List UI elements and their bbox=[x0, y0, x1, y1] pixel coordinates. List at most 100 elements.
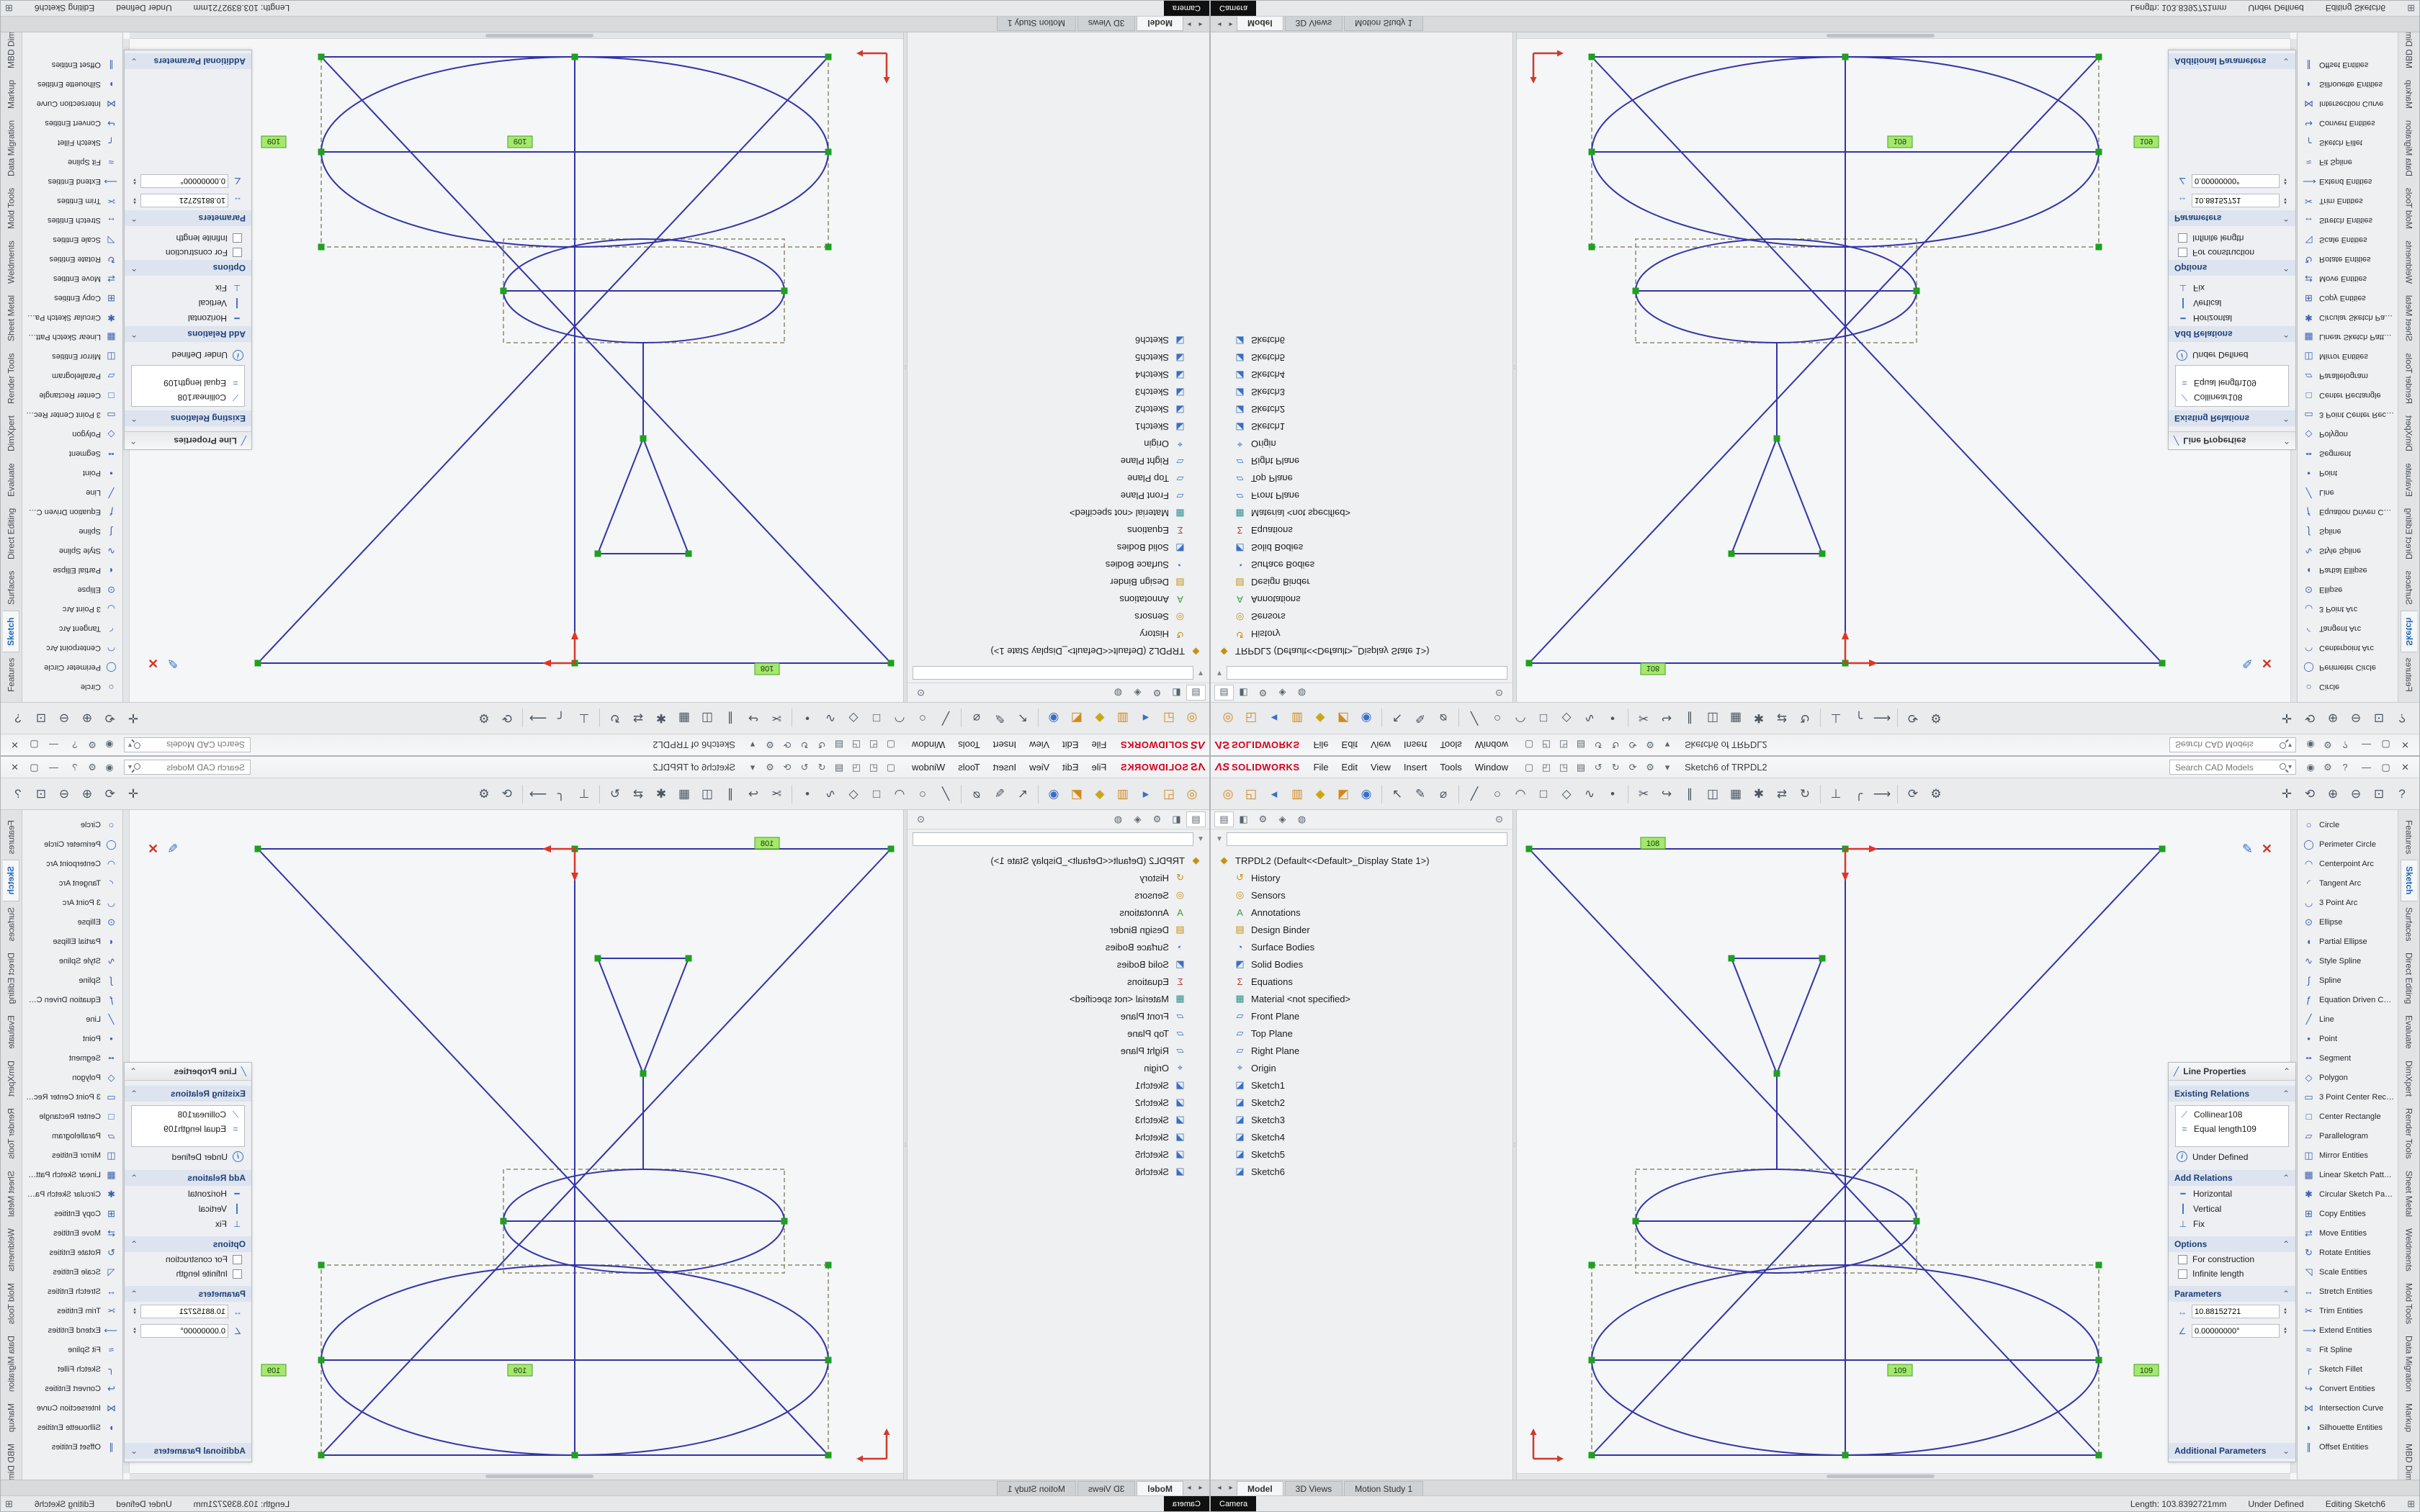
sketch-triangle[interactable] bbox=[596, 436, 690, 554]
tool-linear-sketch-pattern[interactable]: ▦Linear Sketch Pattern bbox=[22, 1165, 122, 1184]
cmdtab-mbd-dimensions[interactable]: MBD Dimensions bbox=[4, 32, 19, 74]
angle-parameter-input[interactable] bbox=[140, 1324, 228, 1338]
cmdtab-render-tools[interactable]: Render Tools bbox=[2401, 1102, 2417, 1165]
length-spinner[interactable]: ▲▼ bbox=[2283, 1307, 2287, 1315]
open-document-button[interactable]: ◰ bbox=[865, 760, 882, 775]
tool-tangent-arc[interactable]: ◜Tangent Arc bbox=[2298, 619, 2398, 639]
angle-spinner[interactable]: ▲▼ bbox=[2283, 1326, 2287, 1335]
tool-intersection-curve[interactable]: ⋈Intersection Curve bbox=[2298, 94, 2398, 114]
horizontal-scrollbar[interactable] bbox=[130, 1473, 903, 1480]
search-input[interactable] bbox=[2174, 761, 2278, 773]
help-button[interactable]: ? bbox=[2336, 760, 2354, 775]
cmdtab-sheet-metal[interactable]: Sheet Metal bbox=[2401, 289, 2417, 347]
relation-tag-left[interactable]: 109 bbox=[507, 135, 533, 148]
move-entities-button[interactable]: ⇄ bbox=[627, 707, 649, 730]
add-relation-horizontal[interactable]: ━Horizontal bbox=[2169, 1186, 2295, 1201]
add-relation-fix[interactable]: ⊥Fix bbox=[125, 281, 251, 296]
sketch-diagonal-1[interactable] bbox=[1528, 56, 2099, 664]
print-button[interactable]: ▤ bbox=[1572, 760, 1590, 775]
tool-3-point-arc[interactable]: ◡3 Point Arc bbox=[2298, 893, 2398, 912]
featuremanager-tab[interactable]: ▤ bbox=[1214, 685, 1234, 701]
tool-convert-entities[interactable]: ↪Convert Entities bbox=[2298, 114, 2398, 133]
linear-pattern-button[interactable]: ▦ bbox=[673, 707, 695, 730]
tool-rotate-entities[interactable]: ↻Rotate Entities bbox=[22, 1243, 122, 1262]
sketch-fillet-button[interactable]: ╭ bbox=[550, 783, 572, 806]
tool-partial-ellipse[interactable]: ◖Partial Ellipse bbox=[22, 932, 122, 951]
convert-entities-button[interactable]: ↪ bbox=[743, 783, 764, 806]
dimxpertmanager-tab[interactable]: ◈ bbox=[1273, 811, 1292, 827]
tool-sketch-fillet[interactable]: ╭Sketch Fillet bbox=[2298, 1359, 2398, 1379]
rebuild-button[interactable]: ⟳ bbox=[779, 737, 796, 753]
cmdtab-evaluate[interactable]: Evaluate bbox=[4, 1009, 19, 1055]
tree-item-sketch1[interactable]: ◪Sketch1 bbox=[908, 1076, 1209, 1094]
section-view-button[interactable]: ▥ bbox=[1112, 707, 1134, 730]
tool-point[interactable]: •Point bbox=[22, 464, 122, 483]
sketch-diagonal-2[interactable] bbox=[257, 56, 829, 664]
tree-item-front-plane[interactable]: ▱Front Plane bbox=[1211, 487, 1512, 505]
zoom-fit-button[interactable]: ◎ bbox=[1217, 783, 1239, 806]
angle-spinner[interactable]: ▲▼ bbox=[133, 1326, 137, 1335]
minimize-button[interactable]: — bbox=[2357, 737, 2376, 753]
tool-sketch-fillet[interactable]: ╭Sketch Fillet bbox=[22, 133, 122, 153]
user-account-button[interactable]: ◉ bbox=[101, 760, 118, 775]
tool-tangent-arc[interactable]: ◜Tangent Arc bbox=[22, 873, 122, 893]
zoom-window-button[interactable]: ⊡ bbox=[30, 783, 52, 806]
tool-polygon[interactable]: ◇Polygon bbox=[22, 425, 122, 444]
smart-dimension-button[interactable]: ⌀ bbox=[1433, 707, 1454, 730]
tree-item-sketch3[interactable]: ◪Sketch3 bbox=[1211, 1111, 1512, 1128]
tree-item-sensors[interactable]: ◎Sensors bbox=[1211, 608, 1512, 626]
rotate-entities-button[interactable]: ↻ bbox=[1794, 707, 1816, 730]
menu-file[interactable]: File bbox=[1085, 737, 1113, 753]
cmdtab-render-tools[interactable]: Render Tools bbox=[4, 1102, 19, 1165]
zoom-area-button[interactable]: ◱ bbox=[1158, 783, 1180, 806]
tool-style-spline[interactable]: ∿Style Spline bbox=[2298, 541, 2398, 561]
tool-circle[interactable]: ○Circle bbox=[22, 678, 122, 697]
tool-circular-sketch-pattern[interactable]: ✱Circular Sketch Pattern bbox=[22, 308, 122, 328]
tree-item-sketch5[interactable]: ◪Sketch5 bbox=[1211, 349, 1512, 366]
tree-item-material[interactable]: ▦Material <not specified> bbox=[908, 505, 1209, 522]
arc-tool-button[interactable]: ◠ bbox=[1510, 707, 1531, 730]
cmdtab-sheet-metal[interactable]: Sheet Metal bbox=[4, 289, 19, 347]
section-collapse-icon[interactable]: ⌃ bbox=[2282, 1173, 2290, 1183]
new-document-button[interactable]: ▢ bbox=[1520, 760, 1538, 775]
section-collapse-icon[interactable]: ⌃ bbox=[2282, 213, 2290, 223]
mirror-entities-button[interactable]: ◫ bbox=[696, 707, 718, 730]
relation-tag-right[interactable]: 109 bbox=[2133, 135, 2159, 148]
tool-circular-sketch-pattern[interactable]: ✱Circular Sketch Pattern bbox=[22, 1184, 122, 1204]
sketch-triangle[interactable] bbox=[596, 958, 690, 1076]
options-button[interactable]: ⚙ bbox=[761, 760, 779, 775]
sketch-fillet-button[interactable]: ╭ bbox=[550, 707, 572, 730]
options-button[interactable]: ⚙ bbox=[1641, 760, 1659, 775]
section-view-button[interactable]: ▥ bbox=[1112, 783, 1134, 806]
displaymanager-tab[interactable]: ◍ bbox=[1108, 811, 1128, 827]
tool-spline[interactable]: ∫Spline bbox=[22, 971, 122, 990]
cmdtab-sketch[interactable]: Sketch bbox=[3, 611, 19, 652]
undo-button[interactable]: ↺ bbox=[813, 760, 830, 775]
tool-centerpoint-arc[interactable]: ◠Centerpoint Arc bbox=[2298, 639, 2398, 658]
tool-silhouette-entities[interactable]: ◗Silhouette Entities bbox=[22, 1418, 122, 1437]
cmdtab-surfaces[interactable]: Surfaces bbox=[2401, 901, 2417, 947]
save-button[interactable]: ◳ bbox=[848, 737, 865, 753]
tabs-scroll-left[interactable]: ◂ bbox=[1195, 1480, 1206, 1495]
doctab-motion-study-1[interactable]: Motion Study 1 bbox=[1344, 17, 1424, 31]
circular-pattern-button[interactable]: ✱ bbox=[650, 783, 672, 806]
display-style-button[interactable]: ◩ bbox=[1332, 707, 1354, 730]
tree-filter-input[interactable] bbox=[1226, 832, 1507, 846]
menu-window[interactable]: Window bbox=[905, 759, 951, 775]
force-rebuild-button[interactable]: ⟳ bbox=[496, 707, 518, 730]
settings-button[interactable]: ⚙ bbox=[84, 760, 101, 775]
sketch-fillet-button[interactable]: ╭ bbox=[1848, 707, 1870, 730]
panel-pin[interactable]: ⊙ bbox=[1489, 685, 1509, 701]
linear-pattern-button[interactable]: ▦ bbox=[1725, 707, 1747, 730]
infinite-length-checkbox[interactable] bbox=[2178, 1269, 2187, 1279]
quick-access-dropdown[interactable]: ▾ bbox=[744, 737, 761, 753]
menu-tools[interactable]: Tools bbox=[951, 737, 986, 753]
tree-item-sketch6[interactable]: ◪Sketch6 bbox=[1211, 1163, 1512, 1180]
circular-pattern-button[interactable]: ✱ bbox=[1748, 707, 1770, 730]
tree-item-front-plane[interactable]: ▱Front Plane bbox=[908, 1007, 1209, 1025]
minimize-button[interactable]: — bbox=[44, 760, 63, 775]
rectangle-tool-button[interactable]: □ bbox=[866, 707, 887, 730]
relation-equal-length109[interactable]: =Equal length109 bbox=[2177, 376, 2287, 390]
cmdtab-markup[interactable]: Markup bbox=[4, 74, 19, 114]
